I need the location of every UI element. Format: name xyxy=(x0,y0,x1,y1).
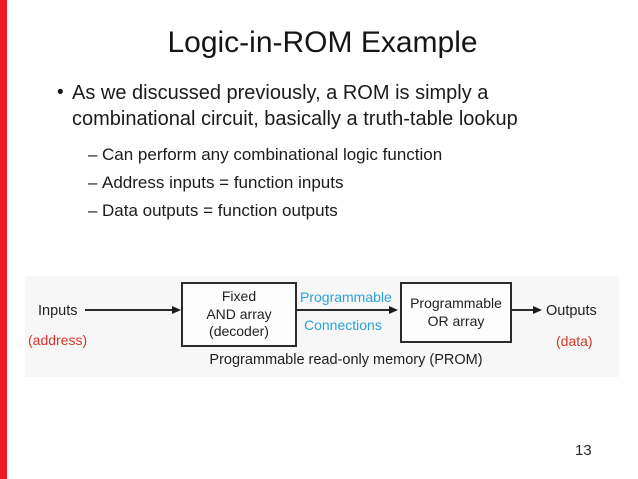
prom-block-diagram: Inputs (address) Fixed AND array (decode… xyxy=(25,276,619,377)
input-arrow-line xyxy=(85,309,175,311)
connections-arrow-line xyxy=(295,309,391,311)
inputs-label: Inputs xyxy=(38,303,78,319)
main-bullet: • As we discussed previously, a ROM is s… xyxy=(57,80,597,132)
output-arrow-line xyxy=(510,309,535,311)
sub-bullet-text: Data outputs = function outputs xyxy=(102,201,338,220)
bullet-list: • As we discussed previously, a ROM is s… xyxy=(57,80,597,229)
main-bullet-text: As we discussed previously, a ROM is sim… xyxy=(72,82,518,130)
box-line: AND array xyxy=(206,305,272,322)
prom-caption: Programmable read-only memory (PROM) xyxy=(209,352,483,368)
programmable-or-array-box: Programmable OR array xyxy=(400,282,512,343)
dash-marker: – xyxy=(88,201,98,220)
slide-edge-red-bar xyxy=(0,0,7,479)
dash-marker: – xyxy=(88,145,98,164)
box-line: Fixed xyxy=(221,288,257,305)
bullet-marker: • xyxy=(57,82,64,103)
box-line: OR array xyxy=(427,312,485,329)
input-arrow-head-icon xyxy=(172,306,181,314)
outputs-label: Outputs xyxy=(546,303,597,319)
connections-arrow-head-icon xyxy=(389,306,398,314)
box-line: Programmable xyxy=(410,295,502,311)
programmable-connections-label-top: Programmable xyxy=(300,289,392,305)
programmable-connections-label-bottom: Connections xyxy=(304,317,382,333)
fixed-and-array-box: Fixed AND array (decoder) xyxy=(181,282,297,347)
sub-bullet: – Can perform any combinational logic fu… xyxy=(88,145,597,164)
data-sublabel: (data) xyxy=(556,333,593,349)
sub-bullet-list: – Can perform any combinational logic fu… xyxy=(88,145,597,220)
page-number: 13 xyxy=(575,442,592,459)
output-arrow-head-icon xyxy=(533,306,542,314)
address-sublabel: (address) xyxy=(28,332,88,348)
dash-marker: – xyxy=(88,173,98,192)
sub-bullet-text: Can perform any combinational logic func… xyxy=(102,145,443,164)
sub-bullet: – Address inputs = function inputs xyxy=(88,173,597,192)
slide-title: Logic-in-ROM Example xyxy=(167,26,478,59)
sub-bullet: – Data outputs = function outputs xyxy=(88,201,597,220)
box-line: (decoder) xyxy=(209,323,269,340)
sub-bullet-text: Address inputs = function inputs xyxy=(102,173,344,192)
